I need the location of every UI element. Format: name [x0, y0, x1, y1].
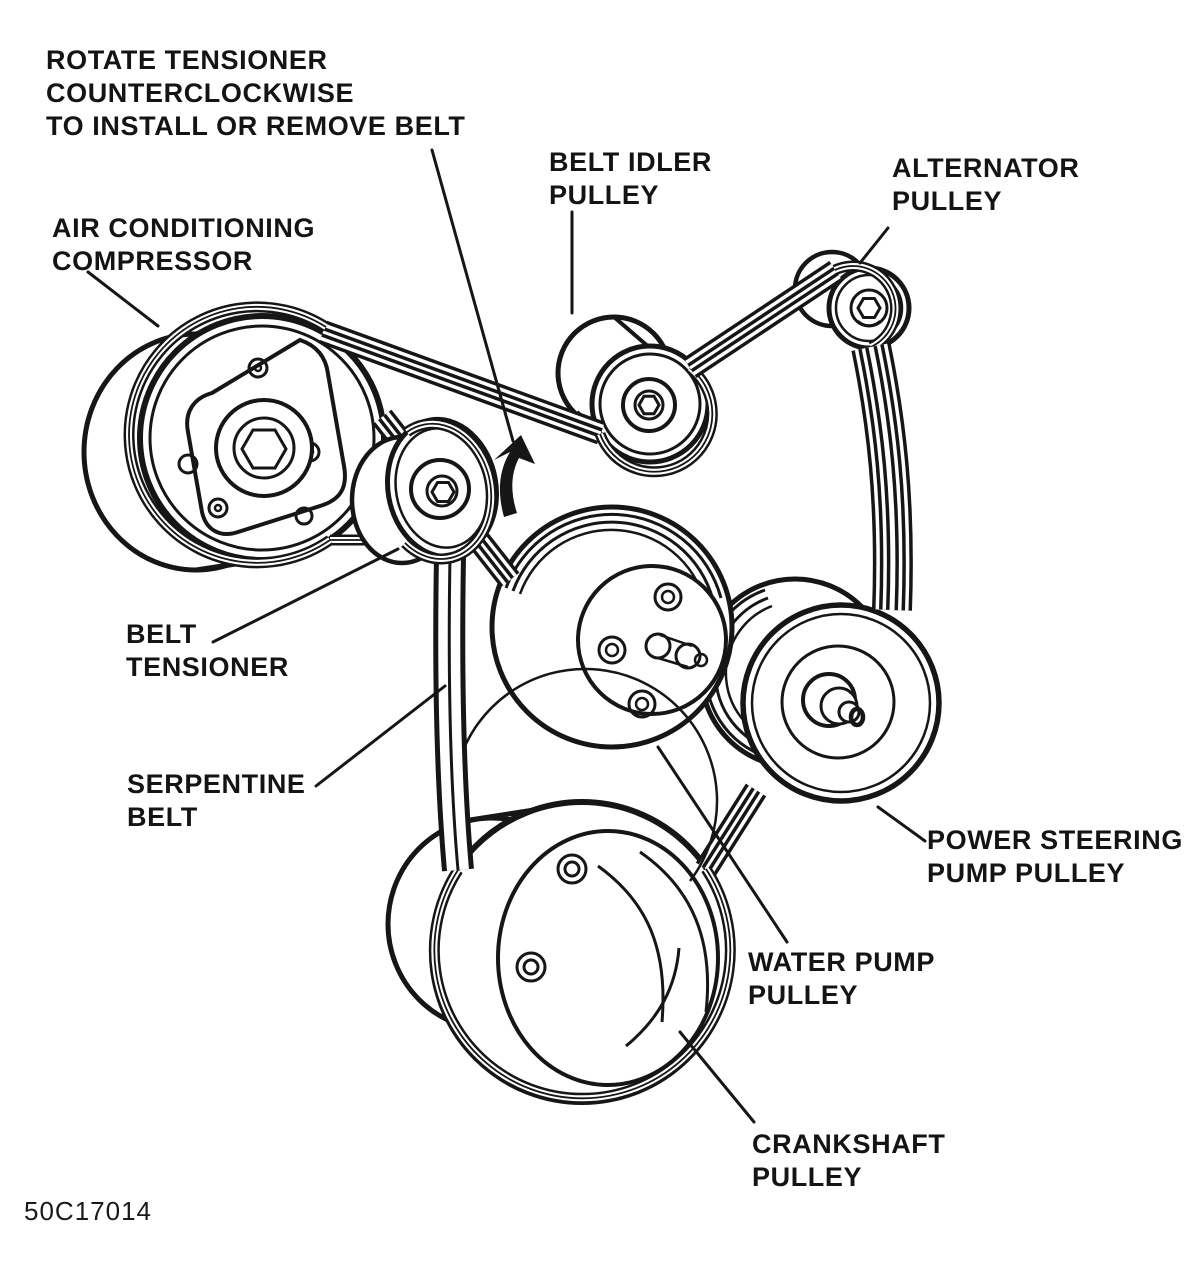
label-water-pump-pulley: WATER PUMP PULLEY	[748, 946, 935, 1012]
leader-lines	[86, 148, 927, 1124]
label-line: PULLEY	[892, 185, 1003, 216]
label-line: PULLEY	[752, 1161, 863, 1192]
label-belt-idler-pulley: BELT IDLER PULLEY	[549, 146, 712, 212]
label-ac-compressor: AIR CONDITIONING COMPRESSOR	[52, 212, 315, 278]
label-line: PULLEY	[748, 979, 859, 1010]
serpentine-belt	[129, 266, 895, 1098]
label-line: AIR CONDITIONING	[52, 213, 316, 243]
leader-rotate-note	[430, 148, 515, 443]
label-line: POWER STEERING	[927, 825, 1183, 855]
label-line: BELT IDLER	[549, 147, 712, 177]
power-steering-pulley	[740, 602, 942, 804]
leader-power-steering	[876, 805, 927, 843]
label-line: BELT	[126, 619, 197, 649]
leader-belt-tensioner	[211, 547, 400, 644]
label-belt-tensioner: BELT TENSIONER	[126, 618, 289, 684]
water-pump-pulley	[489, 504, 735, 750]
label-line: PUMP PULLEY	[927, 857, 1126, 888]
instruction-note: ROTATE TENSIONER COUNTERCLOCKWISE TO INS…	[46, 44, 466, 143]
rotation-arrow-icon	[494, 435, 535, 517]
label-serpentine-belt: SERPENTINE BELT	[127, 768, 306, 834]
label-alternator-pulley: ALTERNATOR PULLEY	[892, 152, 1080, 218]
label-line: BELT	[127, 801, 198, 832]
belt-idler-pulley	[555, 314, 711, 465]
label-crankshaft-pulley: CRANKSHAFT PULLEY	[752, 1128, 945, 1194]
leader-alternator	[858, 226, 890, 265]
label-line: WATER PUMP	[748, 947, 935, 977]
label-line: PULLEY	[549, 179, 660, 210]
figure-code: 50C17014	[24, 1196, 152, 1226]
note-line: TO INSTALL OR REMOVE BELT	[46, 110, 466, 141]
note-line: ROTATE TENSIONER	[46, 45, 328, 75]
label-power-steering-pump-pulley: POWER STEERING PUMP PULLEY	[927, 824, 1183, 890]
label-line: TENSIONER	[126, 651, 289, 682]
leader-water-pump	[656, 745, 789, 944]
label-line: ALTERNATOR	[892, 153, 1080, 183]
label-line: COMPRESSOR	[52, 245, 254, 276]
leader-crankshaft	[678, 1030, 756, 1124]
label-line: SERPENTINE	[127, 769, 306, 799]
belt-tensioner-pulley	[349, 416, 500, 566]
note-line: COUNTERCLOCKWISE	[46, 77, 355, 108]
leader-ac-compressor	[86, 270, 160, 328]
leader-serpentine-belt	[314, 684, 447, 788]
label-line: CRANKSHAFT	[752, 1129, 946, 1159]
